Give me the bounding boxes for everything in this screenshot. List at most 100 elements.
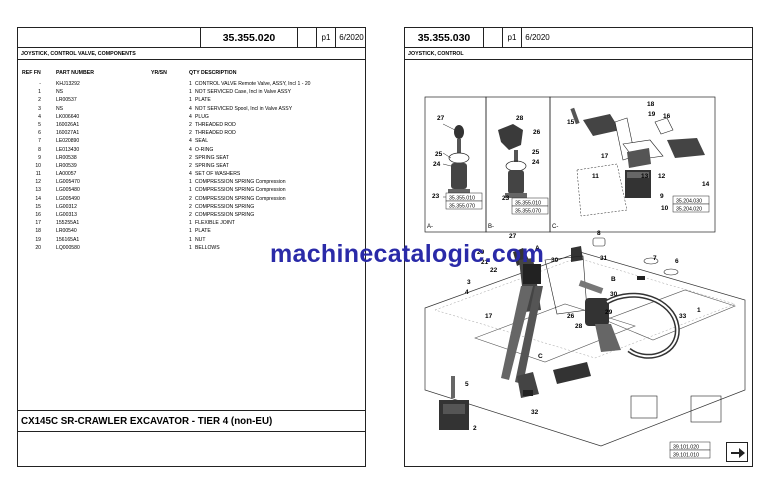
ref-cell: 1: [38, 89, 41, 96]
description-cell: COMPRESSION SPRING Compression: [195, 187, 286, 194]
description-cell: PLATE: [195, 228, 211, 235]
part-number-cell: LG005480: [56, 187, 80, 194]
description-cell: CONTROL VALVE Remote Valve, ASSY, Incl 1…: [195, 81, 311, 87]
qty-cell: 1: [189, 97, 192, 104]
section-code: 35.355.020: [200, 28, 297, 48]
inset-c: [549, 96, 716, 233]
callout-number: 31: [600, 255, 608, 262]
ref-cell: 17: [35, 220, 41, 227]
part-number-cell: LG00312: [56, 203, 77, 210]
description-cell: BELLOWS: [195, 244, 220, 251]
spacer-cell: [297, 28, 316, 48]
callout-number: 30: [551, 257, 559, 264]
ref-cell: 18: [35, 228, 41, 235]
callout-number: 4: [465, 289, 469, 296]
callout-number: 23: [432, 193, 440, 200]
part-number-cell: LR00537: [56, 97, 77, 104]
part-number-cell: 155255A1: [56, 220, 80, 227]
col-header-yr-sn: YR/SN: [151, 70, 167, 76]
ref-cell: 2: [38, 97, 41, 104]
callout-number: 27: [437, 115, 445, 122]
ref-cell: 8: [38, 146, 41, 153]
ref-cell: 7: [38, 138, 41, 145]
callout-number: 2: [473, 425, 477, 432]
diagram-page: 35.355.030 p1 6/2020 JOYSTICK, CONTROL: [404, 27, 753, 467]
callout-number: 32: [531, 409, 539, 416]
col-header-ref-fn: REF FN: [22, 70, 41, 76]
callout-number: 26: [533, 129, 541, 136]
description-cell: COMPRESSION SPRING Compression: [195, 195, 286, 202]
qty-cell: 1: [189, 228, 192, 235]
part-number-cell: NS: [56, 89, 64, 96]
ref-box-label: 35.204.030: [676, 199, 702, 205]
machine-title: CX145C SR-CRAWLER EXCAVATOR - TIER 4 (no…: [18, 410, 365, 432]
part-number-cell: 156165A1: [56, 236, 80, 243]
callout-number: 30: [610, 291, 618, 298]
qty-cell: 1: [189, 220, 192, 227]
ref-box-label: 35.355.010: [449, 196, 475, 202]
callout-number: 26: [567, 313, 575, 320]
part-number-cell: LG00313: [56, 212, 77, 218]
inset-b-label: B-: [488, 224, 494, 230]
ref-cell: -: [39, 81, 41, 87]
description-cell: COMPRESSION SPRING Compression: [195, 179, 286, 186]
arrow-right-icon: [731, 448, 745, 458]
callout-number: 24: [433, 161, 441, 168]
part-number-cell: LE020890: [56, 138, 80, 145]
col-header-part-number: PART NUMBER: [56, 70, 94, 76]
page-header: 35.355.020 p1 6/2020: [18, 28, 365, 48]
qty-cell: 4: [189, 113, 192, 120]
inset-b: [485, 96, 551, 233]
ref-cell: 10: [35, 162, 41, 169]
callout-number: 1: [697, 307, 701, 314]
part-number-cell: LK006640: [56, 113, 80, 120]
callout-number: 33: [679, 313, 687, 320]
section-code: 35.355.030: [417, 32, 471, 44]
qty-cell: 2: [189, 130, 192, 137]
ref-box-label: 39.101.010: [673, 453, 699, 459]
ref-cell: 19: [35, 236, 41, 243]
ref-cell: 6: [38, 130, 41, 137]
exploded-parts-diagram: A-B-C-35.355.01035.355.07035.355.01035.3…: [424, 96, 746, 459]
callout-number: 11: [592, 173, 599, 180]
ref-box-label: 35.355.070: [515, 209, 541, 215]
part-number-cell: KHJ13292: [56, 81, 80, 87]
description-cell: COMPRESSION SPRING: [195, 212, 255, 218]
callout-number: 5: [465, 381, 469, 388]
part-number-cell: LG005490: [56, 195, 80, 202]
inset-c-label: C-: [552, 224, 558, 230]
ref-cell: 16: [35, 212, 41, 218]
qty-cell: 2: [189, 121, 192, 128]
bottom-reference-boxes: [669, 441, 711, 459]
callout-number: A: [535, 245, 540, 252]
ref-cell: 12: [35, 179, 41, 186]
callout-number: 22: [490, 267, 498, 274]
ref-cell: 14: [35, 195, 41, 202]
callout-number: 14: [702, 181, 710, 188]
callout-number: 28: [575, 323, 583, 330]
qty-cell: 2: [189, 162, 192, 169]
ref-cell: 4: [38, 113, 41, 120]
revision-date: 6/2020: [335, 28, 367, 48]
next-page-arrow-button[interactable]: [726, 442, 748, 462]
callout-number: 6: [675, 258, 679, 265]
description-cell: SET OF WASHERS: [195, 171, 241, 178]
description-cell: PLUG: [195, 113, 209, 120]
ref-cell: 3: [38, 105, 41, 112]
callout-number: 16: [663, 113, 671, 120]
callout-number: 20: [477, 249, 485, 256]
watermark: machinecatalogic.com: [270, 240, 545, 268]
parts-table: - KHJ13292 1 CONTROL VALVE Remote Valve, AS…: [18, 80, 367, 252]
ref-cell: 11: [35, 171, 41, 178]
